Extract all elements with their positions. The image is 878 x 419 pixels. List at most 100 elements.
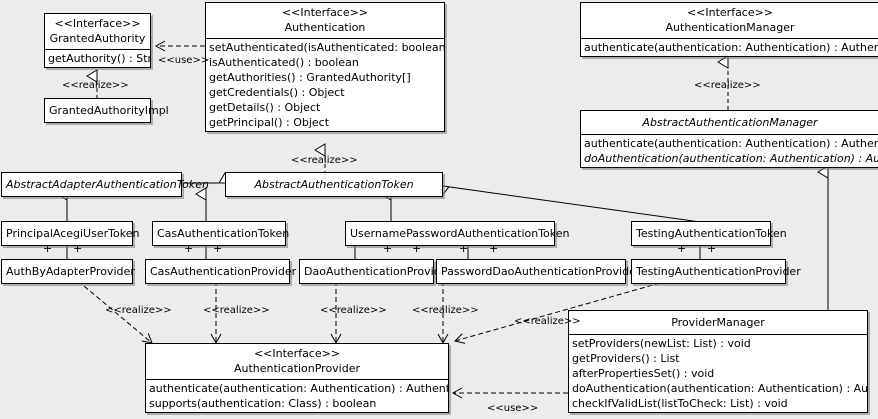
class-name: TestingAuthenticationProvider [636, 265, 801, 278]
class-stereotype: <<Interface>> [281, 6, 369, 19]
class-name: AuthByAdapterProvider [6, 265, 135, 278]
class-name: AbstractAuthenticationToken [254, 178, 414, 191]
class-header: UsernamePasswordAuthenticationToken [346, 222, 570, 245]
class-member: authenticate(authentication: Authenticat… [149, 382, 448, 395]
class-authentication[interactable]: <<Interface>> Authentication setAuthenti… [205, 2, 445, 132]
operations-compartment: authenticate(authentication: Authenticat… [581, 38, 878, 56]
class-name: AbstractAdapterAuthenticationToken [6, 178, 209, 191]
class-member: setProviders(newList: List) : void [572, 337, 751, 350]
class-stereotype: <<Interface>> [54, 17, 141, 30]
class-stereotype: <<Interface>> [253, 347, 341, 360]
class-member: getPrincipal() : Object [209, 116, 330, 129]
class-header: DaoAuthenticationProvider [300, 260, 452, 283]
class-name: GrantedAuthority [49, 32, 146, 45]
class-principal-acegi-user-token[interactable]: PrincipalAcegiUserToken [1, 221, 140, 246]
class-header: AbstractAdapterAuthenticationToken [2, 173, 209, 196]
assoc-marker-plus: + [73, 242, 83, 255]
class-name: GrantedAuthorityImpl [49, 104, 169, 117]
class-granted-authority-impl[interactable]: GrantedAuthorityImpl [44, 98, 169, 123]
operations-compartment: authenticate(authentication: Authenticat… [146, 379, 448, 412]
edge-label-realize-abstract-authentication-manager: <<realize>> [694, 80, 761, 91]
class-member: setAuthenticated(isAuthenticated: boolea… [209, 41, 444, 54]
class-provider-manager[interactable]: ProviderManager setProviders(newList: Li… [568, 310, 868, 413]
class-header: TestingAuthenticationToken [632, 222, 787, 245]
class-testing-authentication-provider[interactable]: TestingAuthenticationProvider [631, 259, 801, 284]
class-testing-authentication-token[interactable]: TestingAuthenticationToken [631, 221, 787, 246]
assoc-marker-plus: + [213, 242, 223, 255]
assoc-marker-plus: + [184, 242, 194, 255]
class-header: <<Interface>> AuthenticationManager [581, 3, 878, 38]
class-cas-authentication-token[interactable]: CasAuthenticationToken [152, 221, 290, 246]
class-name: CasAuthenticationProvider [150, 265, 297, 278]
class-abstract-authentication-token[interactable]: AbstractAuthenticationToken [225, 172, 443, 197]
class-name: CasAuthenticationToken [157, 227, 290, 240]
class-name: Authentication [284, 21, 366, 34]
edge-label-realize-dao: <<realize>> [320, 305, 387, 316]
edge-label-use-granted-authority: <<use>> [158, 55, 210, 66]
assoc-marker-plus: + [383, 242, 393, 255]
class-header: CasAuthenticationToken [153, 222, 290, 245]
class-abstract-adapter-authentication-token[interactable]: AbstractAdapterAuthenticationToken [1, 172, 209, 197]
class-name: DaoAuthenticationProvider [304, 265, 452, 278]
operations-compartment: getAuthority() : String [45, 49, 150, 67]
edge-label-realize-testing: <<realize>> [514, 316, 581, 327]
edge-label-realize-auth-by-adapter: <<realize>> [105, 305, 172, 316]
class-authentication-provider[interactable]: <<Interface>> AuthenticationProvider aut… [145, 343, 449, 413]
class-password-dao-authentication-provider[interactable]: PasswordDaoAuthenticationProvider [436, 259, 641, 284]
class-member: authenticate(authentication: Authenticat… [584, 41, 878, 54]
class-header: TestingAuthenticationProvider [632, 260, 801, 283]
class-name: PrincipalAcegiUserToken [6, 227, 140, 240]
class-name: AuthenticationManager [665, 21, 795, 34]
operations-compartment: setAuthenticated(isAuthenticated: boolea… [206, 38, 444, 131]
class-member: afterPropertiesSet() : void [572, 367, 715, 380]
class-abstract-authentication-manager[interactable]: AbstractAuthenticationManager authentica… [580, 110, 878, 168]
edge-label-use-provider-manager: <<use>> [487, 403, 539, 414]
assoc-marker-plus: + [677, 242, 687, 255]
class-header: CasAuthenticationProvider [146, 260, 297, 283]
class-name: ProviderManager [671, 316, 765, 329]
class-member: getDetails() : Object [209, 101, 321, 114]
assoc-marker-plus: + [412, 242, 422, 255]
class-header: PasswordDaoAuthenticationProvider [437, 260, 641, 283]
class-member: getAuthority() : String [48, 52, 150, 65]
class-member: getAuthorities() : GrantedAuthority[] [209, 71, 411, 84]
class-member: doAuthentication(authentication: Authent… [572, 382, 867, 395]
edge-generalize-testingauthenticationtoken [436, 184, 701, 223]
operations-compartment: authenticate(authentication: Authenticat… [581, 134, 878, 167]
class-header: AuthByAdapterProvider [2, 260, 135, 283]
class-member: getCredentials() : Object [209, 86, 345, 99]
class-dao-authentication-provider[interactable]: DaoAuthenticationProvider [299, 259, 452, 284]
assoc-marker-plus: + [459, 242, 469, 255]
class-name: AuthenticationProvider [233, 362, 361, 375]
class-authentication-manager[interactable]: <<Interface>> AuthenticationManager auth… [580, 2, 878, 57]
class-name: PasswordDaoAuthenticationProvider [441, 265, 641, 278]
class-header: AbstractAuthenticationToken [226, 173, 442, 196]
class-member: doAuthentication(authentication: Authent… [584, 152, 878, 165]
class-name: UsernamePasswordAuthenticationToken [350, 227, 570, 240]
class-auth-by-adapter-provider[interactable]: AuthByAdapterProvider [1, 259, 135, 284]
class-header: PrincipalAcegiUserToken [2, 222, 140, 245]
edge-label-realize-password-dao: <<realize>> [412, 305, 479, 316]
class-header: <<Interface>> Authentication [206, 3, 444, 38]
class-member: supports(authentication: Class) : boolea… [149, 397, 377, 410]
class-stereotype: <<Interface>> [686, 6, 774, 19]
class-name: TestingAuthenticationToken [636, 227, 787, 240]
class-header: <<Interface>> AuthenticationProvider [146, 344, 448, 379]
class-member: authenticate(authentication: Authenticat… [584, 137, 878, 150]
assoc-marker-plus: + [489, 242, 499, 255]
assoc-marker-plus: + [43, 242, 53, 255]
class-header: GrantedAuthorityImpl [45, 99, 169, 122]
class-header: ProviderManager [569, 311, 867, 334]
class-member: checkIfValidList(listToCheck: List) : vo… [572, 397, 788, 410]
assoc-marker-plus: + [707, 242, 717, 255]
class-member: isAuthenticated() : boolean [209, 56, 359, 69]
edge-label-realize-cas: <<realize>> [203, 305, 270, 316]
class-member: getProviders() : List [572, 352, 680, 365]
class-granted-authority[interactable]: <<Interface>> GrantedAuthority getAuthor… [44, 13, 151, 68]
operations-compartment: setProviders(newList: List) : void getPr… [569, 334, 867, 412]
class-name: AbstractAuthenticationManager [642, 116, 818, 129]
class-cas-authentication-provider[interactable]: CasAuthenticationProvider [145, 259, 297, 284]
class-username-password-authentication-token[interactable]: UsernamePasswordAuthenticationToken [345, 221, 570, 246]
edge-label-realize-abstract-authentication-token: <<realize>> [291, 155, 358, 166]
